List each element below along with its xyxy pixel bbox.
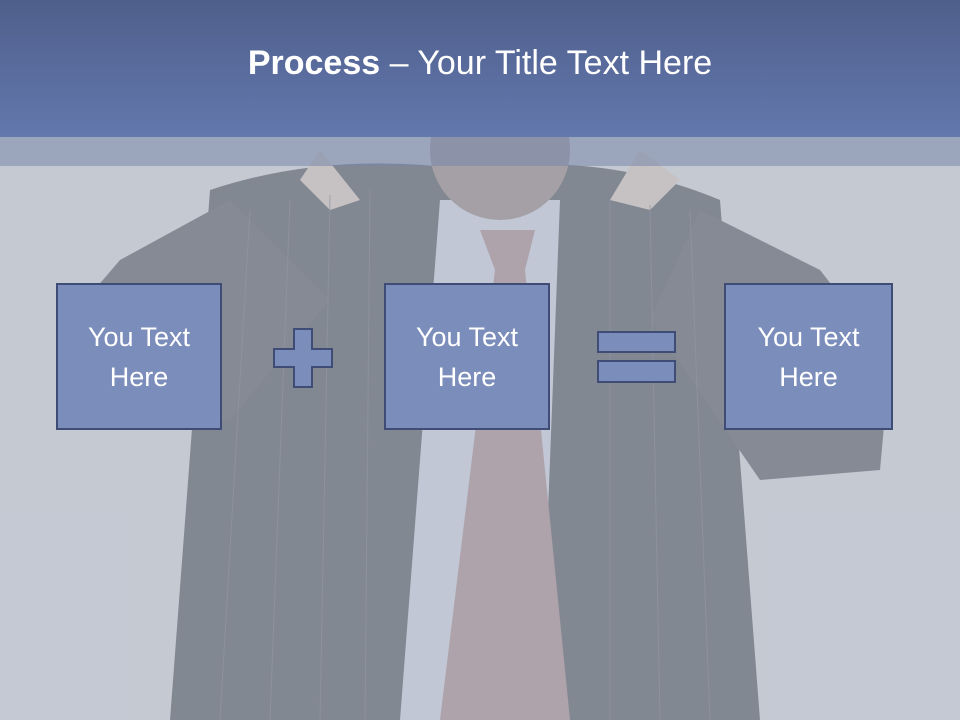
title-bar: Process – Your Title Text Here bbox=[0, 0, 960, 137]
process-box-1: You Text Here bbox=[56, 283, 222, 430]
process-box-3: You Text Here bbox=[724, 283, 893, 430]
title-strip bbox=[0, 137, 960, 166]
title-bold: Process bbox=[247, 44, 381, 82]
equals-icon bbox=[597, 331, 677, 390]
plus-icon bbox=[272, 327, 334, 394]
process-box-1-text: You Text Here bbox=[87, 321, 191, 392]
title-rest: Your Title Text Here bbox=[417, 44, 713, 82]
process-box-2-text: You Text Here bbox=[415, 321, 519, 392]
title-dash: – bbox=[380, 44, 418, 82]
process-box-2: You Text Here bbox=[384, 283, 550, 430]
process-box-3-text: You Text Here bbox=[757, 321, 860, 392]
slide-title: Process – Your Title Text Here bbox=[248, 44, 712, 83]
